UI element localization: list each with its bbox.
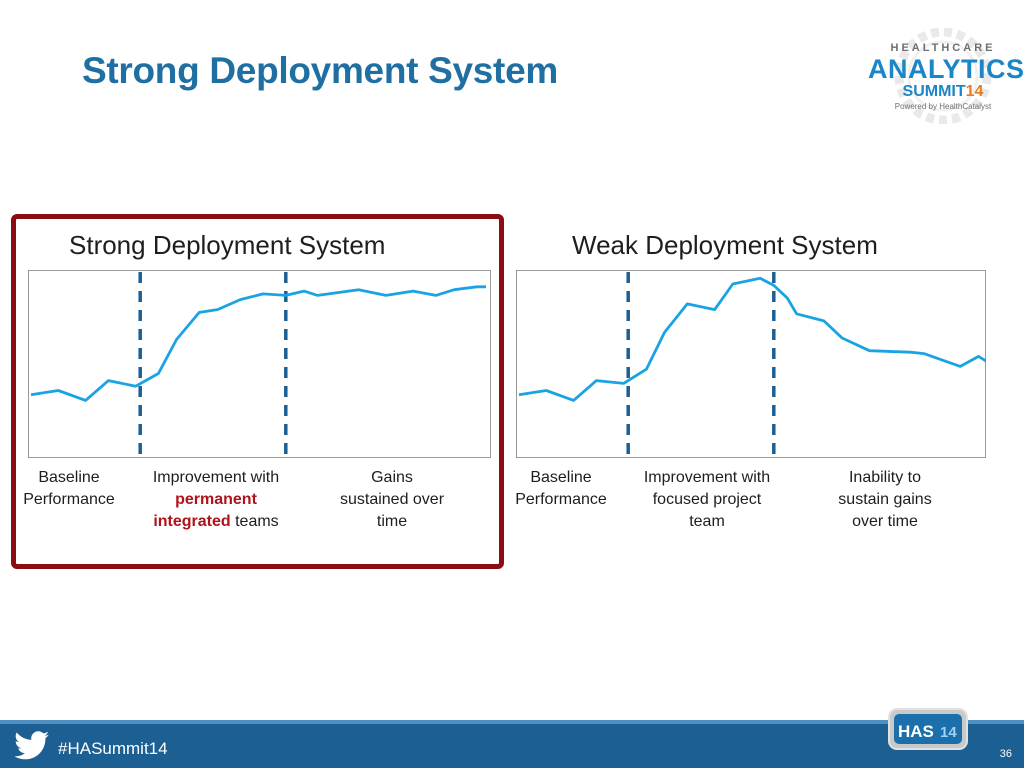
has14-badge: HAS 14 (888, 708, 968, 750)
label-line: Inability to (848, 469, 922, 486)
label-line: Performance (23, 491, 115, 508)
label-line: Baseline (38, 469, 100, 486)
label-line: Improvement with (643, 469, 771, 486)
twitter-bird-icon (14, 731, 49, 760)
strong-deployment-chart (28, 270, 491, 458)
label-line: time (376, 513, 408, 530)
logo-year: 14 (965, 83, 984, 100)
weak-label-inability: Inability to sustain gains over time (815, 467, 955, 533)
badge-has-text: HAS (898, 722, 934, 741)
strong-label-baseline: Baseline Performance (14, 467, 124, 511)
label-line: sustained over (339, 491, 445, 508)
label-line: focused project (652, 491, 762, 508)
strong-label-improvement: Improvement with permanent integrated te… (136, 467, 296, 533)
badge-year-text: 14 (940, 724, 957, 741)
slide-title: Strong Deployment System (82, 50, 558, 91)
page-number: 36 (999, 748, 1012, 760)
strong-label-gains: Gains sustained over time (322, 467, 462, 533)
logo-summit-text: SUMMIT14 (868, 83, 1018, 101)
footer-hashtag: #HASummit14 (58, 739, 168, 758)
performance-line (30, 285, 486, 402)
performance-line (518, 276, 986, 402)
weak-label-baseline: Baseline Performance (506, 467, 616, 511)
footer-bar (0, 720, 1024, 768)
label-line: Improvement with (152, 469, 280, 486)
label-line: teams (230, 513, 279, 530)
label-line: over time (852, 513, 918, 530)
gear-icon (894, 28, 992, 124)
logo-healthcare-text: HEALTHCARE (890, 42, 996, 54)
logo-summit-word: SUMMIT (902, 83, 966, 100)
label-line: sustain gains (838, 491, 932, 508)
weak-label-improvement: Improvement with focused project team (627, 467, 787, 533)
label-highlight-integrated: integrated (153, 513, 231, 530)
strong-highlight-frame (11, 214, 504, 569)
label-line: Performance (515, 491, 607, 508)
label-highlight-permanent: permanent (175, 491, 257, 508)
summit-logo: HEALTHCARE ANALYTICS SUMMIT14 Powered by… (868, 28, 1024, 124)
logo-analytics-text: ANALYTICS (868, 54, 1024, 84)
strong-panel-title: Strong Deployment System (69, 230, 386, 260)
weak-deployment-chart (516, 270, 986, 458)
footer-accent-line (0, 720, 1024, 724)
logo-powered-by: Powered by HealthCatalyst (894, 102, 992, 111)
weak-panel-title: Weak Deployment System (572, 230, 878, 260)
label-line: Gains (371, 469, 413, 486)
label-line: team (689, 513, 725, 530)
label-line: Baseline (530, 469, 592, 486)
